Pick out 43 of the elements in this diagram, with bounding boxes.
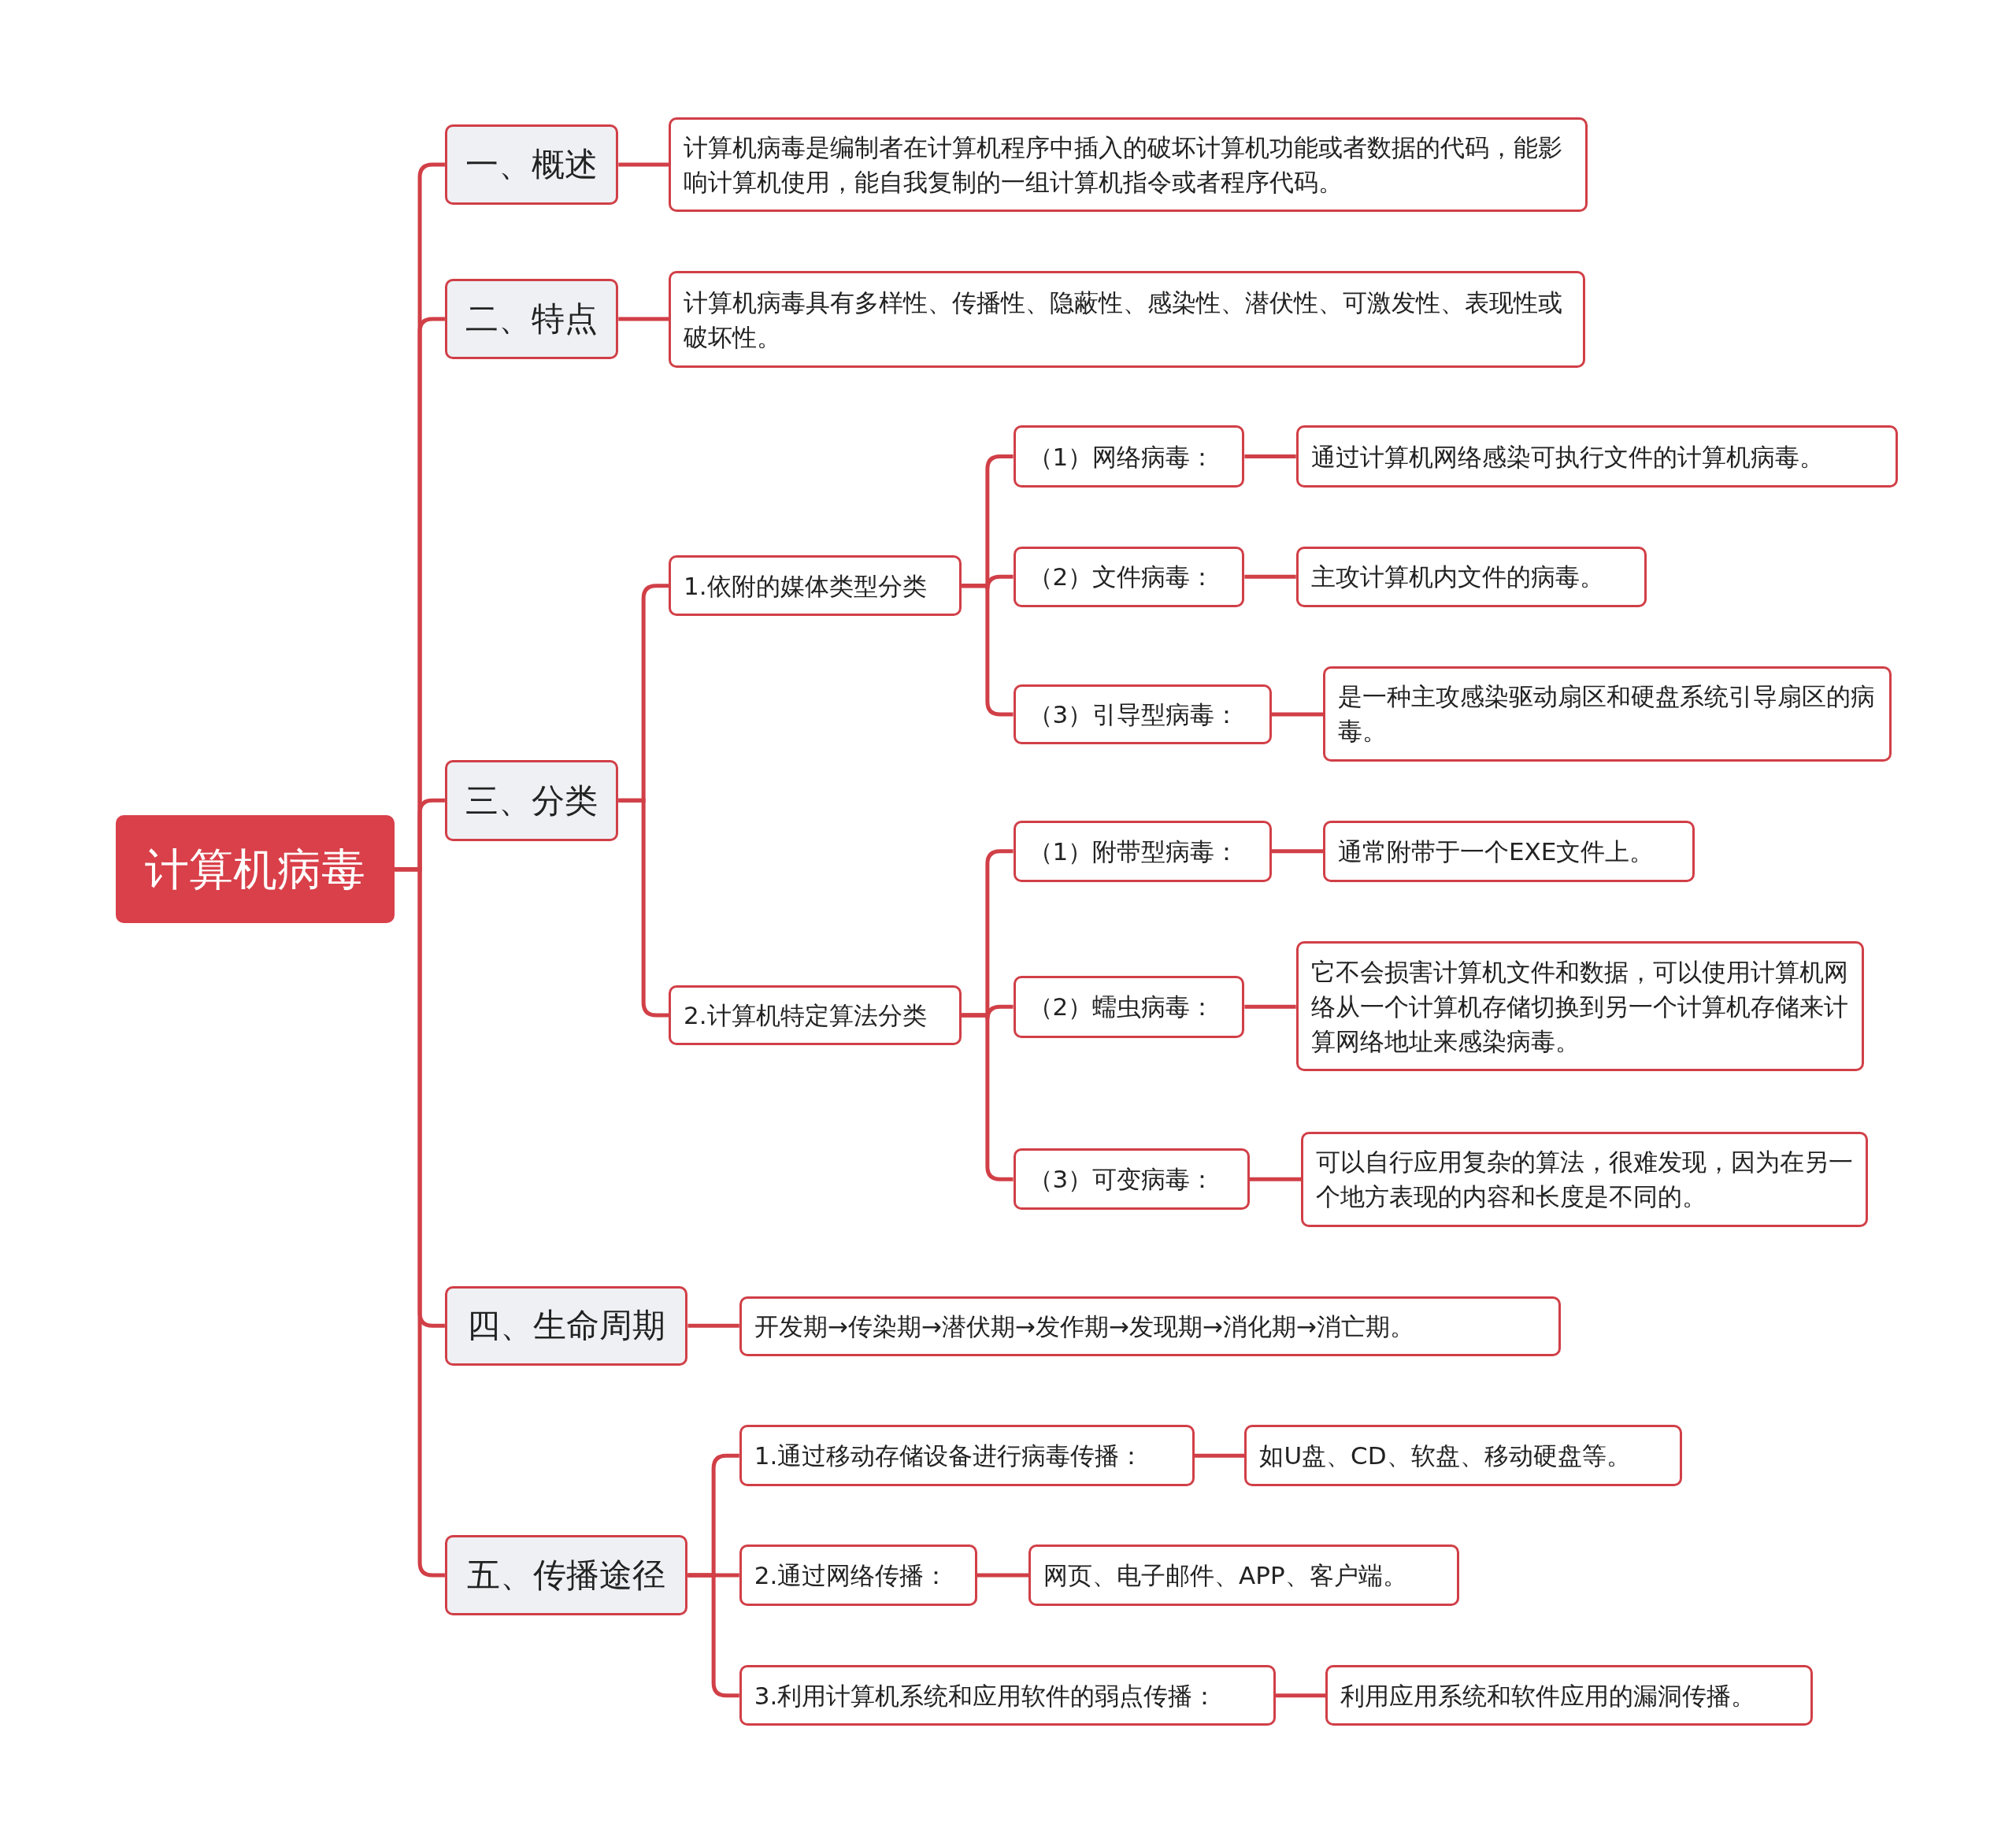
subtopic-box: （3）引导型病毒：: [1013, 684, 1272, 745]
subtopic-box: 如U盘、CD、软盘、移动硬盘等。: [1244, 1424, 1682, 1487]
subtopic-box: 主攻计算机内文件的病毒。: [1295, 546, 1647, 607]
subtopic-box: 网页、电子邮件、APP、客户端。: [1028, 1544, 1460, 1607]
connector-line: [1244, 1004, 1296, 1009]
subtopic-box: （2）文件病毒：: [1013, 546, 1245, 607]
subtopic-box: （2）蠕虫病毒：: [1013, 976, 1245, 1038]
branch-topic-box: 四、生命周期: [444, 1285, 688, 1366]
subtopic-box: 2.计算机特定算法分类: [668, 985, 962, 1046]
connector-line: [1244, 574, 1296, 579]
subtopic-box: （1）网络病毒：: [1013, 425, 1245, 488]
branch-topic-box: 一、概述: [444, 124, 619, 205]
subtopic-box: 通过计算机网络感染可执行文件的计算机病毒。: [1295, 425, 1898, 488]
subtopic-box: （1）附带型病毒：: [1013, 820, 1272, 882]
branch-topic-box: 二、特点: [444, 279, 619, 359]
connector-line: [618, 798, 669, 1018]
root-topic-box: 计算机病毒: [115, 815, 395, 924]
connector-line: [687, 1323, 739, 1328]
subtopic-box: 1.通过移动存储设备进行病毒传播：: [739, 1424, 1195, 1487]
connector-line: [395, 867, 445, 1578]
subtopic-box: 通常附带于一个EXE文件上。: [1323, 820, 1695, 882]
branch-topic-box: 三、分类: [444, 759, 619, 841]
connector-line: [1271, 849, 1323, 854]
subtopic-box: 是一种主攻感染驱动扇区和硬盘系统引导扇区的病毒。: [1323, 666, 1892, 762]
connector-line: [1271, 712, 1323, 717]
connector-line: [976, 1573, 1029, 1578]
branch-topic-box: 五、传播途径: [444, 1535, 688, 1615]
subtopic-box: 它不会损害计算机文件和数据，可以使用计算机网络从一个计算机存储切换到另一个计算机存储来计算网络地址来感染病毒。: [1295, 941, 1865, 1071]
subtopic-box: （3）可变病毒：: [1013, 1148, 1250, 1211]
subtopic-box: 利用应用系统和软件应用的漏洞传播。: [1325, 1665, 1813, 1726]
connector-line: [1275, 1693, 1326, 1698]
subtopic-box: 开发期→传染期→潜伏期→发作期→发现期→消化期→消亡期。: [739, 1296, 1561, 1357]
subtopic-box: 计算机病毒是编制者在计算机程序中插入的破坏计算机功能或者数据的代码，能影响计算机使用，能自我复制的一组计算机指令或者程序代码。: [668, 117, 1588, 213]
subtopic-box: 3.利用计算机系统和应用软件的弱点传播：: [739, 1665, 1276, 1726]
connector-line: [1194, 1453, 1245, 1458]
connector-line: [1249, 1177, 1302, 1181]
subtopic-box: 1.依附的媒体类型分类: [668, 555, 962, 617]
subtopic-box: 2.通过网络传播：: [739, 1544, 977, 1607]
connector-line: [1244, 454, 1296, 459]
subtopic-box: 可以自行应用复杂的算法，很难发现，因为在另一个地方表现的内容和长度是不同的。: [1301, 1131, 1869, 1227]
subtopic-box: 计算机病毒具有多样性、传播性、隐蔽性、感染性、潜伏性、可激发性、表现性或破坏性。: [668, 271, 1586, 368]
connector-line: [618, 162, 669, 167]
connector-line: [618, 317, 669, 321]
